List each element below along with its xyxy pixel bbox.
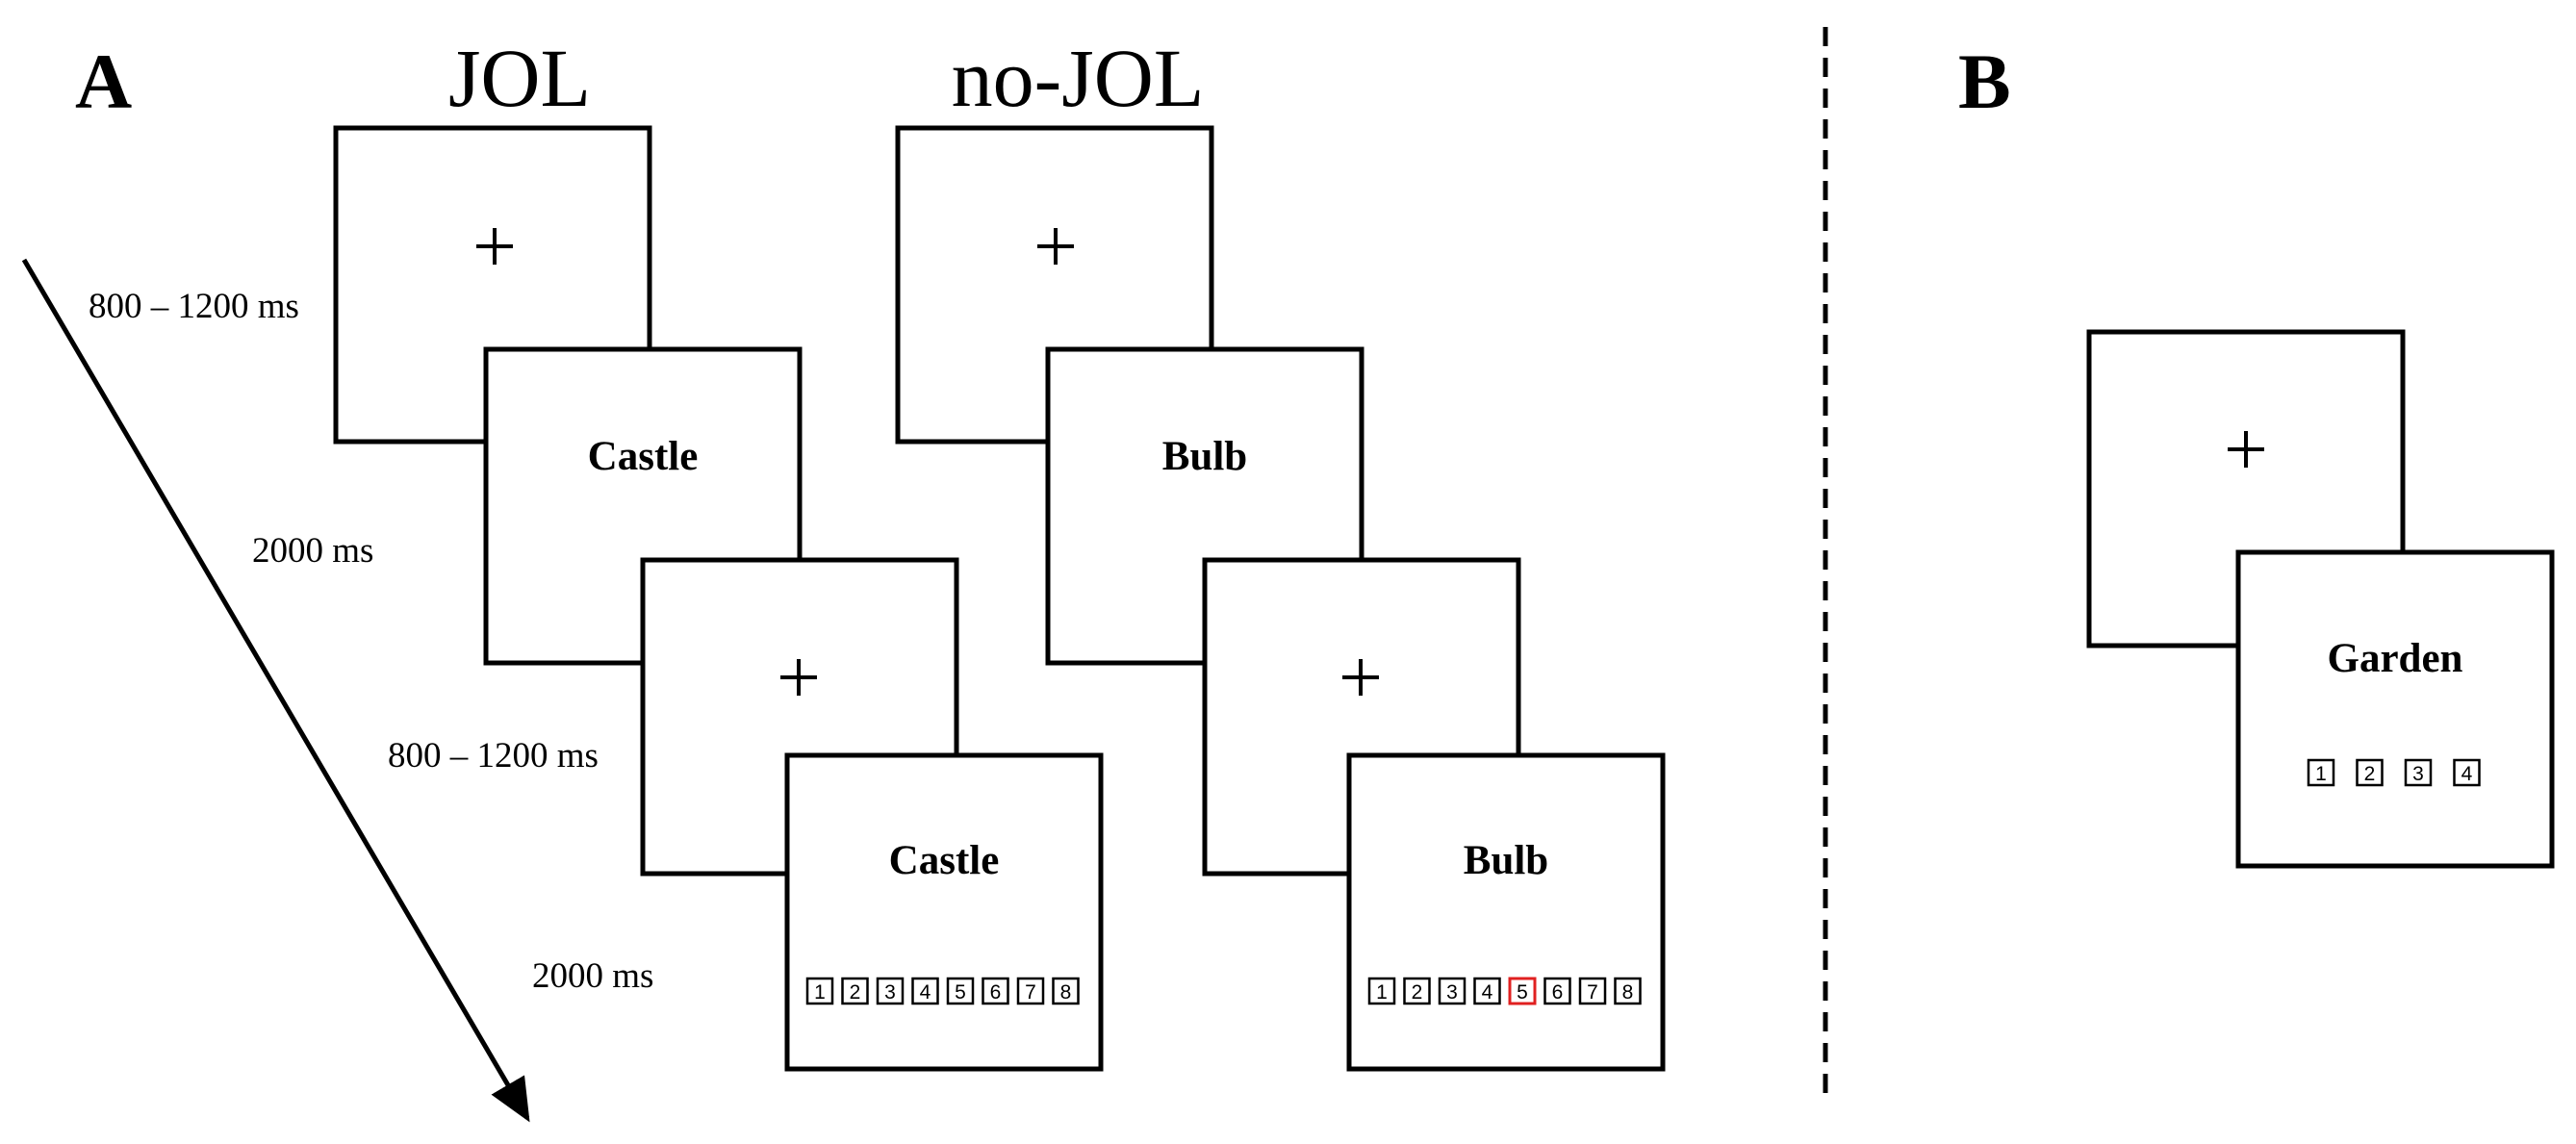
rating-key-box [1614,977,1642,1005]
rating-key-box [2356,758,2384,787]
rating-key-label: 5 [1517,981,1528,1004]
rating-key-box [1543,977,1571,1005]
rating-key-label: 1 [814,981,826,1004]
time-arrow [21,258,530,1123]
rating-key-box-highlighted [1508,977,1537,1005]
rating-key-box [2453,758,2481,787]
rating-key-box [805,977,834,1005]
rating-key-label: 1 [2315,763,2327,785]
panel-b-screen-rating: Garden 1 2 3 4 [2235,549,2555,869]
rating-key-label: 3 [2412,763,2424,785]
panel-b-letter: B [1958,38,2011,125]
panel-a-letter: A [75,38,132,125]
rating-key-label: 1 [1376,981,1388,1004]
rating-key-label: 6 [1552,981,1564,1004]
rating-key-label: 3 [1446,981,1458,1004]
rating-key-box [841,977,869,1005]
timing-label-fixation-1: 800 – 1200 ms [89,287,299,326]
rating-key-label: 5 [955,981,966,1004]
rating-key-label: 3 [884,981,896,1004]
rating-key-box [1052,977,1080,1005]
rating-key-box [982,977,1009,1005]
nojol-word: Bulb [1162,434,1247,479]
rating-key-box [876,977,905,1005]
nojol-rating-word: Bulb [1464,838,1548,883]
rating-key-label: 6 [990,981,1002,1004]
rating-key-label: 2 [2364,763,2376,785]
rating-key-label: 4 [2461,763,2473,785]
panel-b-word: Garden [2328,636,2463,681]
timing-label-fixation-2: 800 – 1200 ms [388,736,599,775]
condition-title-jol: JOL [448,32,591,124]
rating-key-box [1438,977,1467,1005]
rating-key-box [2404,758,2433,787]
rating-key-box [946,977,975,1005]
rating-key-box [1578,977,1607,1005]
timing-label-word-1: 2000 ms [252,531,373,571]
rating-key-label: 8 [1622,981,1634,1004]
rating-key-label: 7 [1587,981,1598,1004]
rating-key-label: 4 [920,981,931,1004]
rating-key-box [911,977,939,1005]
panel-b-rating-scale: 1 2 3 4 [2307,758,2481,787]
rating-key-box [1367,977,1396,1005]
jol-word: Castle [588,434,699,479]
rating-key-box [1403,977,1431,1005]
rating-key-box [1016,977,1045,1005]
rating-key-box [2307,758,2335,787]
jol-rating-word: Castle [889,838,1000,883]
rating-key-label: 2 [1412,981,1423,1004]
timing-label-word-2: 2000 ms [532,956,653,996]
rating-key-box [1473,977,1501,1005]
rating-key-label: 8 [1060,981,1072,1004]
rating-key-label: 7 [1025,981,1036,1004]
rating-key-label: 4 [1482,981,1493,1004]
condition-title-no-jol: no-JOL [952,32,1205,124]
rating-key-label: 2 [850,981,861,1004]
